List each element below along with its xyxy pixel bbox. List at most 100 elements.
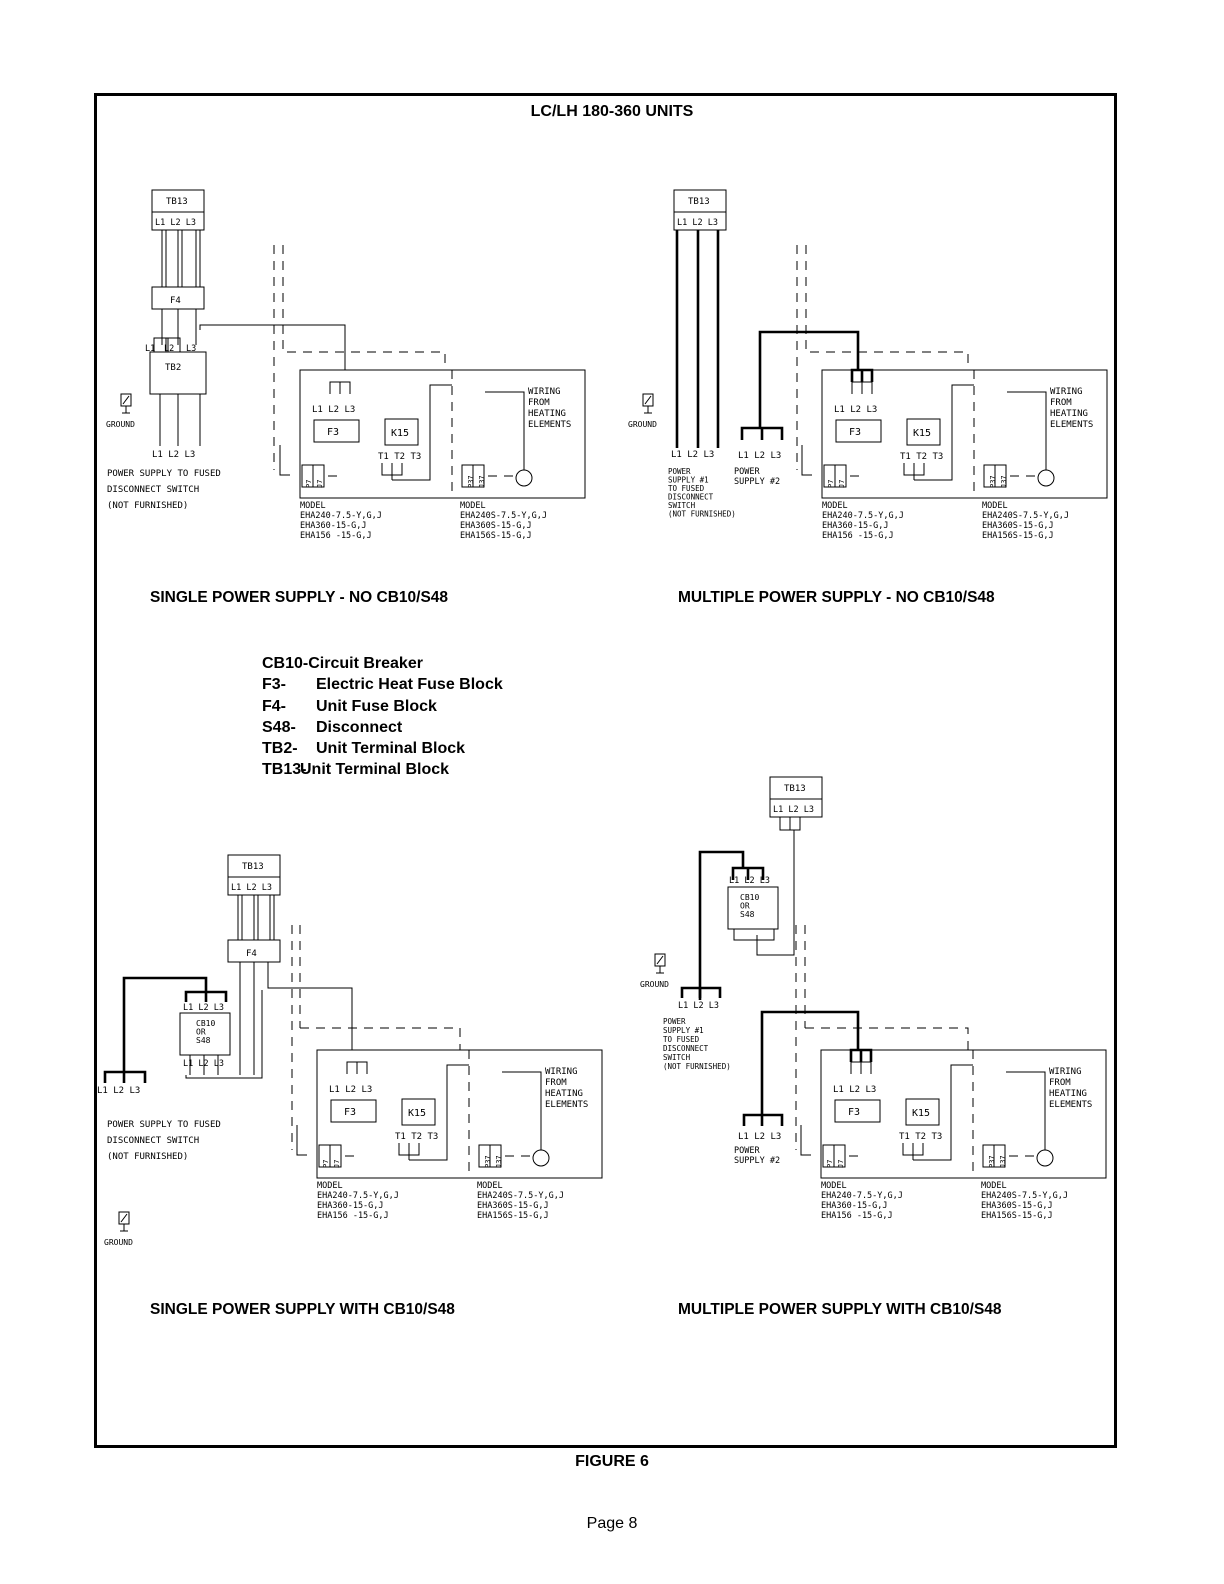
p7-label: P7 [305, 480, 313, 488]
legend-key: TB13- [262, 761, 307, 779]
wiring-from-heating-label: ELEMENTS [1050, 420, 1093, 430]
k15-output [392, 384, 452, 481]
power-supply-1-note: DISCONNECT [668, 493, 714, 502]
plug-lead [296, 1125, 307, 1156]
l1-l2-l3-label: L1 L2 L3 [834, 405, 877, 415]
f3-fuse-block [330, 1099, 377, 1123]
j7-label: J7 [316, 480, 324, 488]
power-supply-2-note: POWER [734, 467, 760, 477]
model-list-a: MODEL [300, 501, 326, 511]
p37-label: P37 [467, 475, 475, 488]
legend-key: TB2- [262, 740, 298, 758]
wiring-from-heating-label: FROM [528, 398, 550, 408]
p7-label: P7 [826, 1160, 834, 1168]
model-list-a: EHA156 -15-G,J [300, 531, 372, 541]
plug-lead [801, 445, 812, 476]
caption-single-no-cb10: SINGLE POWER SUPPLY - NO CB10/S48 [150, 589, 449, 606]
power-supply-2-note: SUPPLY #2 [734, 477, 780, 487]
wiring-from-heating-label: FROM [1050, 398, 1072, 408]
ground-run [282, 340, 446, 370]
tb2-terminal-label: L2 [164, 344, 174, 354]
supply-terminals-label: L1 L2 L3 [97, 1086, 140, 1096]
model-list-a: EHA240-7.5-Y,G,J [821, 1191, 903, 1201]
t1-t2-t3-label: T1 T2 T3 [395, 1132, 438, 1142]
j7-label: J7 [838, 480, 846, 488]
tb13-terminals-label: L1 L2 L3 [231, 883, 272, 893]
heating-element-connector [515, 469, 533, 487]
heating-element-connector [1036, 1149, 1054, 1167]
power-supply-1-note: (NOT FURNISHED) [663, 1062, 731, 1071]
model-list-a: EHA156 -15-G,J [821, 1211, 893, 1221]
model-list-b: MODEL [460, 501, 486, 511]
legend-row-f4: F4-Unit Fuse Block [262, 696, 503, 717]
heating-element-connector [532, 1149, 550, 1167]
p37-label: P37 [988, 1155, 996, 1168]
power-supply-1-note: DISCONNECT [663, 1044, 709, 1053]
legend-text: Electric Heat Fuse Block [316, 676, 503, 694]
heating-element-connector [1037, 469, 1055, 487]
wiring-from-heating-label: ELEMENTS [1049, 1100, 1092, 1110]
j7-label: J7 [333, 1160, 341, 1168]
figure-title: LC/LH 180-360 UNITS [530, 103, 694, 120]
ground-symbol [644, 395, 652, 405]
power-supply-1-note: SUPPLY #1 [663, 1026, 704, 1035]
legend-row-f3: F3- Electric Heat Fuse Block [262, 674, 503, 695]
k15-output [409, 1064, 469, 1161]
model-list-a: MODEL [317, 1181, 343, 1191]
plug-lead [279, 445, 290, 476]
power-supply-1-note: (NOT FURNISHED) [668, 510, 736, 519]
tb13-terminals-label: L1 L2 L3 [773, 805, 814, 815]
wiring-from-heating-label: HEATING [545, 1089, 583, 1099]
f3-fuse-block [835, 419, 882, 443]
model-list-b: EHA156S-15-G,J [477, 1211, 549, 1221]
cb10-input-label: L1 L2 L3 [729, 876, 770, 886]
legend-key: S48- [262, 718, 296, 736]
f3-fuse-block [313, 419, 360, 443]
model-list-b: EHA240S-7.5-Y,G,J [477, 1191, 564, 1201]
model-list-b: EHA156S-15-G,J [981, 1211, 1053, 1221]
model-list-b: MODEL [982, 501, 1008, 511]
t1-t2-t3-label: T1 T2 T3 [899, 1132, 942, 1142]
model-list-b: EHA240S-7.5-Y,G,J [982, 511, 1069, 521]
k15-label: K15 [408, 1108, 426, 1119]
figure-frame [94, 93, 1117, 1448]
ground-symbol [122, 395, 130, 405]
power-supply-note: (NOT FURNISHED) [107, 1152, 188, 1162]
wiring-from-heating-label: ELEMENTS [528, 420, 571, 430]
l1-l2-l3-label: L1 L2 L3 [312, 405, 355, 415]
supply-2-wire [758, 330, 860, 428]
wiring-from-heating-label: HEATING [1049, 1089, 1087, 1099]
legend-row-tb13: TB13-Unit Terminal Block [262, 759, 503, 780]
t1-t2-t3-label: T1 T2 T3 [378, 452, 421, 462]
model-list-b: EHA360S-15-G,J [477, 1201, 549, 1211]
component-legend: CB10-Circuit Breaker F3-Electric Heat Fu… [262, 653, 503, 781]
model-list-b: EHA156S-15-G,J [460, 531, 532, 541]
tb13-label: TB13 [166, 197, 188, 207]
model-list-a: EHA360-15-G,J [300, 521, 367, 531]
supply-wire [185, 990, 263, 1079]
tb2-terminal-label: L1 [145, 344, 155, 354]
ground-label: GROUND [640, 980, 669, 989]
power-supply-note: POWER SUPPLY TO FUSED [107, 1120, 221, 1130]
power-supply-2-note: POWER [734, 1146, 760, 1156]
wiring-from-heating-label: WIRING [528, 387, 561, 397]
tb13-label: TB13 [242, 862, 264, 872]
power-supply-1-note: SWITCH [668, 501, 696, 510]
p7-label: P7 [322, 1160, 330, 1168]
legend-key: F3- [262, 676, 286, 694]
legend-row-tb2: TB2- Unit Terminal Block [262, 738, 503, 759]
ground-label: GROUND [628, 420, 657, 429]
tb2-terminal-label: L3 [186, 344, 196, 354]
ground-label: GROUND [106, 420, 135, 429]
tb13-label: TB13 [784, 784, 806, 794]
cb10-s48-breaker [179, 1012, 231, 1056]
model-list-a: MODEL [822, 501, 848, 511]
heater-feed [267, 962, 353, 1060]
cb10-output-wire [756, 830, 795, 956]
tb13-terminals-label: L1 L2 L3 [155, 218, 196, 228]
cb10-input-label: L1 L2 L3 [183, 1003, 224, 1013]
model-list-a: EHA240-7.5-Y,G,J [300, 511, 382, 521]
legend-text: Unit Terminal Block [316, 740, 466, 758]
